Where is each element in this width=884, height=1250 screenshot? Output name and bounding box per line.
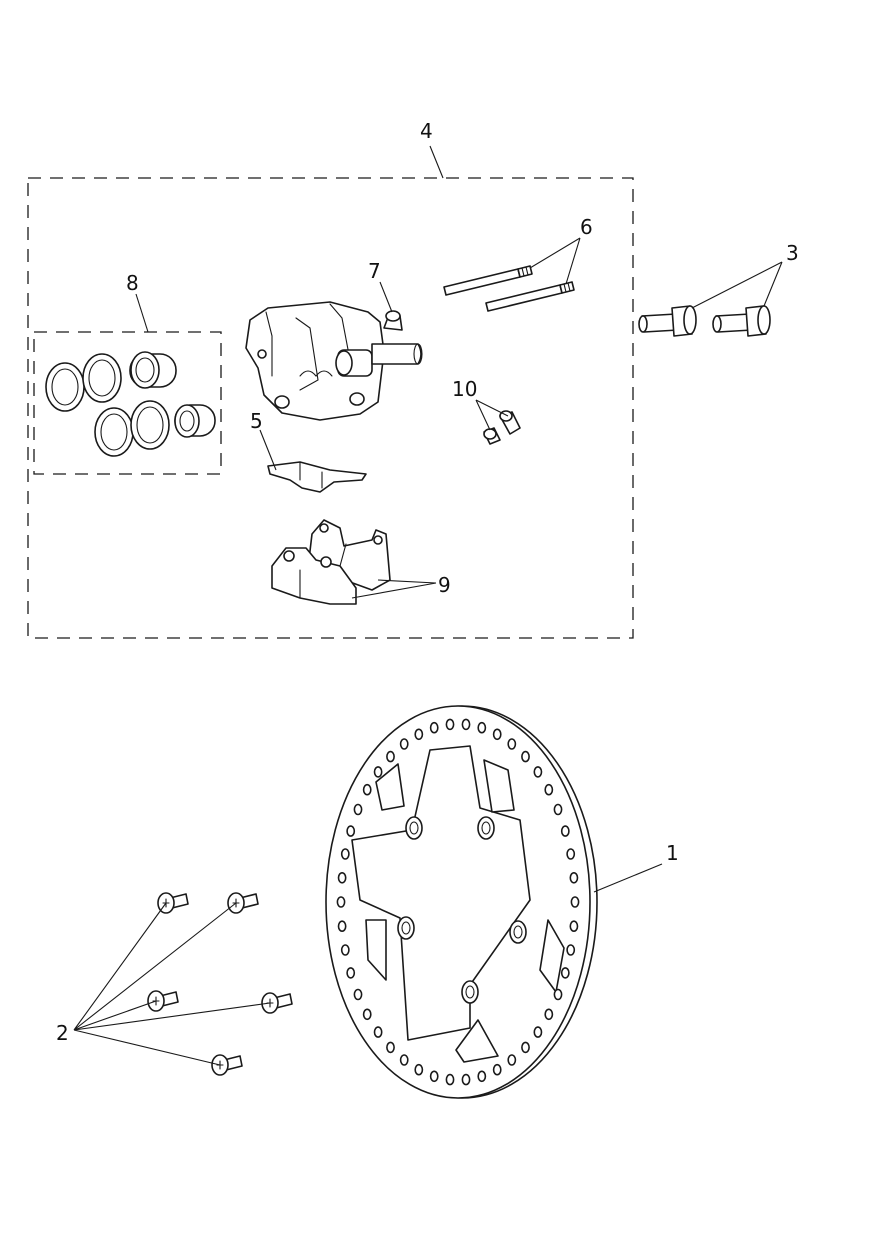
disc-vent-holes	[336, 718, 580, 1086]
leader-line-8	[135, 293, 149, 333]
callout-3: 3	[786, 241, 799, 265]
callout-5: 5	[250, 409, 263, 433]
disc-vent-hole	[477, 721, 487, 734]
disc-vent-hole	[340, 848, 350, 860]
disc-vent-hole	[353, 803, 363, 816]
brake-pads	[271, 519, 391, 605]
piston	[129, 351, 177, 389]
disc-vent-hole	[492, 728, 502, 741]
disc-vent-hole	[492, 1063, 502, 1076]
caliper-mounting-bolts	[638, 305, 771, 337]
disc-vent-hole	[346, 967, 356, 979]
disc-vent-hole	[553, 803, 563, 816]
disc-vent-hole	[399, 1054, 409, 1066]
disc-vent-hole	[521, 750, 530, 763]
disc-vent-hole	[386, 1041, 395, 1054]
callout-6: 6	[580, 215, 593, 239]
leader-line-10	[475, 399, 509, 431]
disc-vent-hole	[569, 871, 579, 884]
disc-vent-hole	[340, 944, 350, 956]
callout-8: 8	[126, 271, 139, 295]
pad-spring	[267, 461, 367, 493]
disc-vent-hole	[362, 783, 372, 796]
disc-vent-hole	[373, 766, 383, 778]
brake-disc	[325, 705, 598, 1099]
disc-bolt	[211, 1054, 243, 1076]
disc-vent-hole	[337, 920, 347, 933]
seal-ring	[45, 362, 85, 412]
disc-vent-hole	[569, 920, 579, 933]
kit-4-boundary	[27, 177, 634, 639]
leader-lines	[73, 145, 783, 1066]
callout-10: 10	[452, 377, 477, 401]
disc-vent-hole	[507, 1054, 517, 1066]
disc-vent-hole	[533, 766, 543, 778]
callout-labels: 1 2 3 4 5 6 7 8 9 10	[56, 119, 799, 1045]
leader-line-5	[259, 429, 277, 471]
disc-bolts	[147, 892, 293, 1076]
disc-vent-hole	[362, 1008, 372, 1021]
disc-bolt	[227, 892, 259, 914]
seal-ring	[82, 353, 122, 403]
disc-carrier-bolt	[461, 980, 479, 1004]
disc-vent-hole	[429, 721, 439, 734]
seal-ring	[94, 407, 134, 457]
leader-line-1	[593, 863, 663, 893]
leader-line-6	[529, 237, 581, 285]
disc-carrier-bolt	[477, 816, 495, 840]
disc-vent-hole	[461, 1073, 471, 1086]
leader-line-2	[73, 902, 271, 1066]
leader-line-7	[379, 281, 393, 313]
disc-vent-hole	[560, 825, 570, 837]
callout-7: 7	[368, 259, 381, 283]
disc-vent-hole	[566, 944, 576, 956]
disc-vent-hole	[337, 871, 347, 884]
disc-vent-hole	[414, 728, 424, 741]
disc-vent-hole	[445, 718, 455, 731]
disc-vent-hole	[544, 1008, 554, 1021]
callout-9: 9	[438, 573, 451, 597]
seal-ring	[130, 400, 170, 450]
disc-bolt	[157, 892, 189, 914]
disc-vent-hole	[445, 1073, 455, 1086]
leader-line-3	[691, 261, 783, 309]
disc-vent-hole	[373, 1026, 383, 1038]
disc-vent-hole	[566, 848, 576, 860]
leader-line-4	[429, 145, 444, 179]
disc-vent-hole	[544, 783, 554, 796]
disc-carrier-bolt	[397, 916, 415, 940]
disc-vent-hole	[399, 738, 409, 750]
leader-line-9	[351, 579, 437, 599]
callout-1: 1	[666, 841, 679, 865]
kit-8-boundary	[33, 331, 222, 475]
callout-2: 2	[56, 1021, 69, 1045]
disc-bolt	[147, 990, 179, 1012]
brake-caliper	[245, 301, 423, 421]
disc-vent-hole	[429, 1070, 439, 1083]
disc-carrier-bolt	[405, 816, 423, 840]
disc-vent-hole	[560, 967, 570, 979]
pad-pins	[443, 265, 575, 312]
disc-vent-hole	[533, 1026, 543, 1038]
disc-vent-hole	[507, 738, 517, 750]
piston	[174, 404, 216, 438]
disc-vent-hole	[414, 1063, 424, 1076]
disc-vent-hole	[521, 1041, 530, 1054]
disc-vent-hole	[477, 1070, 487, 1083]
disc-vent-hole	[336, 896, 346, 908]
disc-vent-hole	[353, 988, 363, 1001]
disc-vent-hole	[386, 750, 395, 763]
bleed-nipple	[383, 310, 403, 331]
callout-4: 4	[420, 119, 433, 143]
disc-vent-hole	[346, 825, 356, 837]
disc-carrier-bolt	[509, 920, 527, 944]
disc-vent-hole	[570, 896, 580, 908]
piston-seal-kit	[45, 351, 216, 457]
disc-vent-hole	[553, 988, 563, 1001]
disc-vent-hole	[461, 718, 471, 731]
